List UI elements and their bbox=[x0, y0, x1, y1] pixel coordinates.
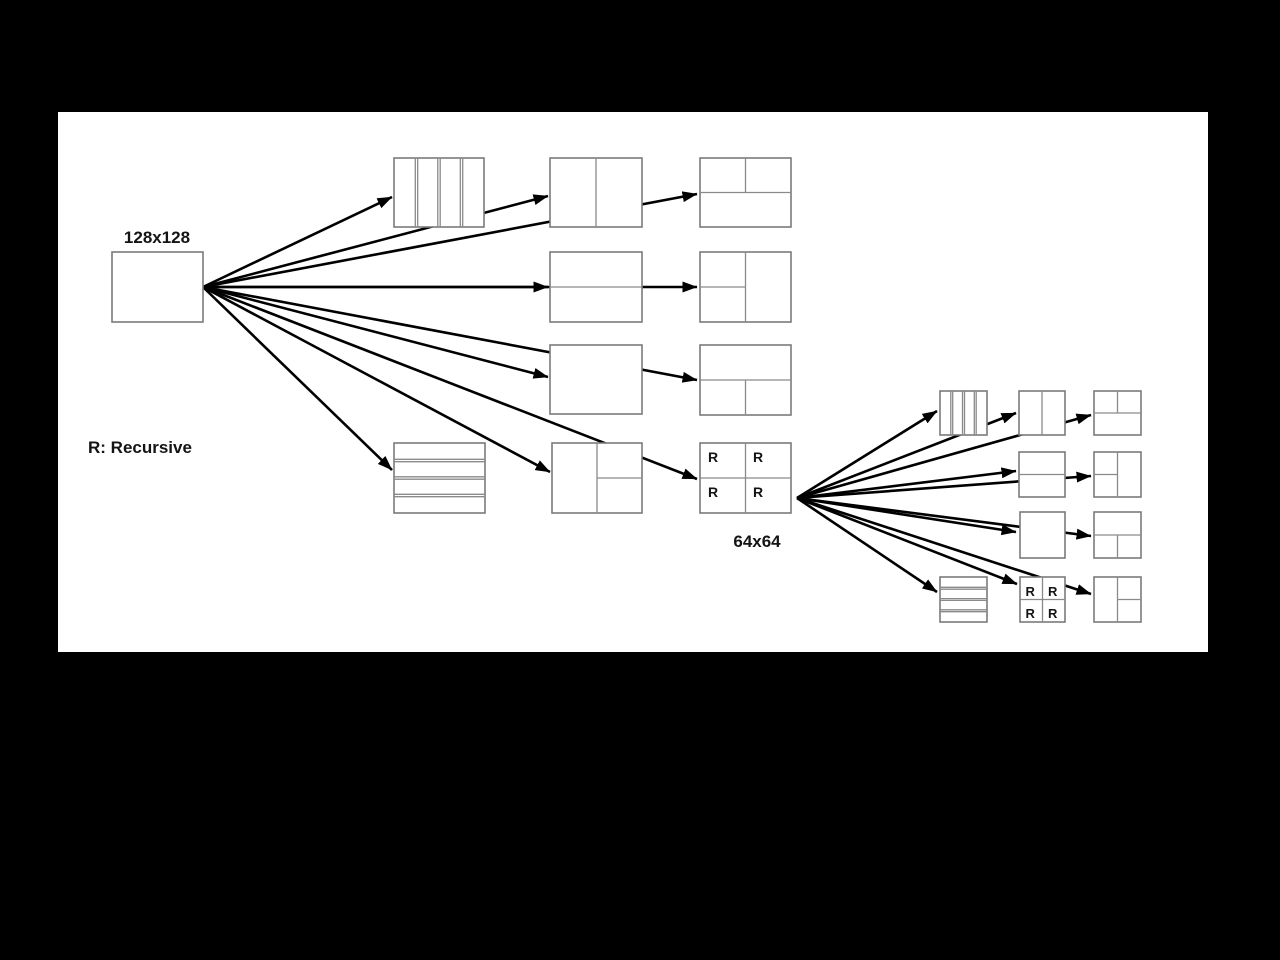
box-face bbox=[1019, 511, 1066, 559]
partition-horz-b-box-l2 bbox=[1093, 511, 1142, 559]
partition-none-box-l1 bbox=[549, 344, 643, 415]
diagram-panel: R R R R R R R R 128x1 bbox=[58, 112, 1208, 652]
legend-label: R: Recursive bbox=[88, 438, 192, 457]
split-dividers bbox=[1020, 577, 1065, 622]
arrow-l2-split bbox=[796, 496, 1018, 586]
box-face bbox=[549, 344, 643, 415]
vert-a-dividers bbox=[1094, 452, 1119, 497]
box-face bbox=[939, 576, 988, 623]
arrows-level1 bbox=[202, 191, 698, 481]
partition-split-recursive-box-l1 bbox=[699, 442, 792, 514]
arrow-l1-vert4 bbox=[202, 195, 393, 289]
split-dividers bbox=[700, 443, 791, 513]
arrow-l1-vert-b bbox=[202, 285, 551, 474]
partition-vert-box-l2 bbox=[1018, 390, 1066, 436]
vert-a-dividers bbox=[700, 252, 747, 322]
arrow-l2-horz bbox=[796, 467, 1017, 500]
partition-vert-b-box-l1 bbox=[551, 442, 643, 514]
horz-a-dividers bbox=[700, 158, 791, 194]
partition-horz4-box-l2 bbox=[939, 576, 988, 623]
partition-horz-a-box-l2 bbox=[1093, 390, 1142, 436]
recursive-letter: R bbox=[753, 449, 763, 465]
arrow-l2-horz4 bbox=[796, 496, 938, 594]
recursive-letter: R bbox=[753, 484, 763, 500]
box-face bbox=[393, 157, 485, 228]
partition-horz-a-box-l1 bbox=[699, 157, 792, 228]
partition-split-recursive-box-l2 bbox=[1019, 576, 1066, 623]
root-block bbox=[111, 251, 204, 323]
vert4-dividers bbox=[950, 391, 977, 435]
partition-vert4-box-l1 bbox=[393, 157, 485, 228]
partition-horz4-box-l1 bbox=[393, 442, 486, 514]
partition-horz-b-box-l1 bbox=[699, 344, 792, 416]
horz-a-dividers bbox=[1094, 391, 1141, 414]
arrows-level2 bbox=[796, 409, 1092, 596]
child-size-label: 64x64 bbox=[733, 532, 781, 551]
partition-vert-b-box-l2 bbox=[1093, 576, 1142, 623]
root-size-label: 128x128 bbox=[124, 228, 190, 247]
box-face bbox=[939, 390, 988, 436]
arrow-l1-none bbox=[202, 285, 549, 379]
arrow-l1-horz4 bbox=[202, 286, 393, 471]
horz4-dividers bbox=[394, 458, 485, 498]
partition-tree-diagram: R R R R R R R R 128x1 bbox=[88, 157, 1142, 623]
recursive-letter: R bbox=[708, 449, 718, 465]
vert-b-dividers bbox=[596, 443, 642, 513]
partition-vert4-box-l2 bbox=[939, 390, 988, 436]
partition-vert-box-l1 bbox=[549, 157, 643, 228]
partition-none-box-l2 bbox=[1019, 511, 1066, 559]
horz-b-dividers bbox=[1094, 534, 1141, 558]
recursive-letter: R bbox=[1026, 584, 1036, 599]
recursive-letter: R bbox=[1048, 584, 1058, 599]
recursive-letter: R bbox=[1048, 606, 1058, 621]
root-block-face bbox=[111, 251, 204, 323]
partition-vert-a-box-l1 bbox=[699, 251, 792, 323]
horz-b-dividers bbox=[700, 379, 791, 415]
partition-horz-box-l1 bbox=[549, 251, 643, 323]
vert4-dividers bbox=[414, 158, 464, 227]
horz4-dividers bbox=[940, 586, 987, 613]
recursive-letter: R bbox=[708, 484, 718, 500]
partition-horz-box-l2 bbox=[1018, 451, 1066, 498]
recursive-letter: R bbox=[1026, 606, 1036, 621]
arrow-l1-vert bbox=[202, 194, 549, 289]
partition-vert-a-box-l2 bbox=[1093, 451, 1142, 498]
vert-b-dividers bbox=[1116, 577, 1141, 622]
box-face bbox=[393, 442, 486, 514]
arrow-l2-vert4 bbox=[796, 409, 938, 500]
